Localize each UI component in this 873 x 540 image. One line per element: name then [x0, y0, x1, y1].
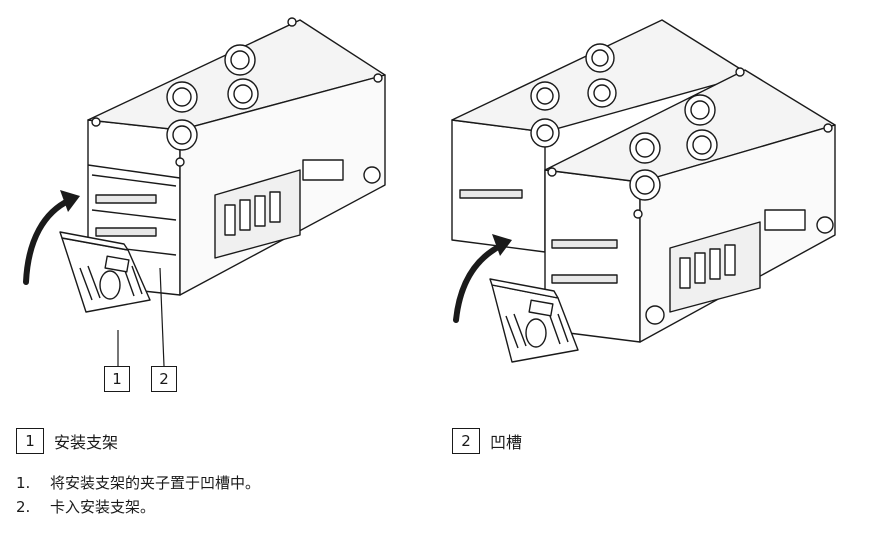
figure-right-illustration — [440, 0, 873, 400]
two-devices-with-bracket-drawing — [451, 19, 836, 363]
step-number: 1. — [16, 474, 31, 492]
step-item: 2. 卡入安装支架。 — [16, 495, 260, 519]
step-text: 将安装支架的夹子置于凹槽中。 — [50, 474, 261, 492]
step-text: 卡入安装支架。 — [50, 498, 156, 516]
device-with-bracket-drawing — [23, 17, 386, 367]
instruction-steps: 1. 将安装支架的夹子置于凹槽中。 2. 卡入安装支架。 — [16, 471, 260, 519]
legend-number: 2 — [452, 428, 480, 454]
legend-item-1: 1 安装支架 — [16, 428, 118, 454]
legend-text: 凹槽 — [490, 433, 523, 452]
step-number: 2. — [16, 498, 31, 516]
legend-text: 安装支架 — [54, 433, 119, 452]
figure-left-illustration: 1 2 — [0, 0, 420, 400]
legend-item-2: 2 凹槽 — [452, 428, 522, 454]
callout-2: 2 — [151, 366, 177, 392]
step-item: 1. 将安装支架的夹子置于凹槽中。 — [16, 471, 260, 495]
callout-1: 1 — [104, 366, 130, 392]
legend-number: 1 — [16, 428, 44, 454]
